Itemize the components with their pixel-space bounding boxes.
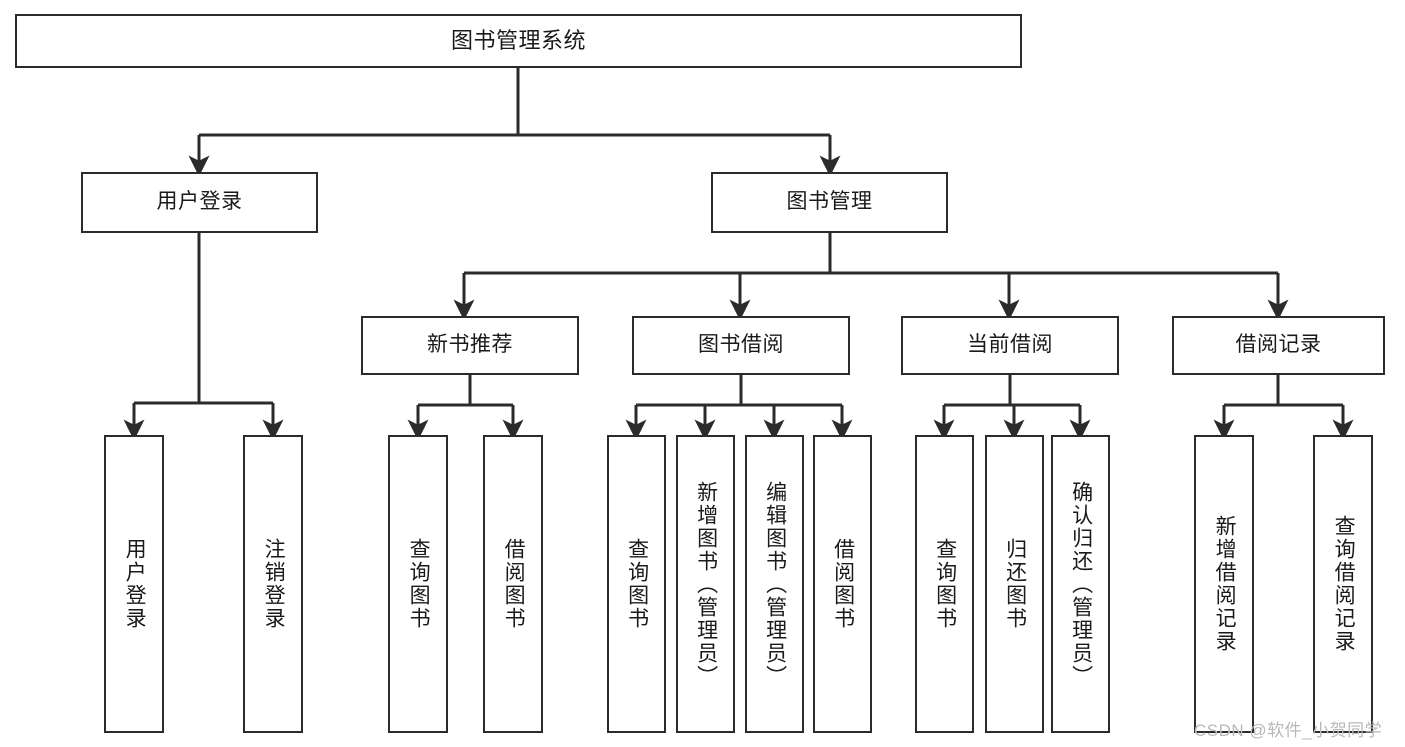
- connector-borrowrecord-to-leaves: [1213, 375, 1354, 441]
- node-label: 查询图书: [933, 538, 957, 630]
- node-label: 新增借阅记录: [1213, 515, 1237, 653]
- node-leaf-query-book-current[interactable]: 查询图书: [915, 435, 974, 733]
- node-leaf-add-book-admin[interactable]: 新增图书（管理员）: [676, 435, 735, 733]
- node-label: 确认归还（管理员）: [1069, 480, 1093, 688]
- node-label: 图书管理: [786, 190, 873, 214]
- node-leaf-return-book[interactable]: 归还图书: [985, 435, 1044, 733]
- node-label: 借阅图书: [831, 538, 855, 630]
- connector-newbook-to-leaves: [407, 375, 524, 441]
- node-label: 当前借阅: [967, 333, 1053, 357]
- node-label: 查询图书: [625, 538, 649, 630]
- node-label: 查询图书: [407, 538, 431, 630]
- node-label: 用户登录: [156, 190, 243, 214]
- node-leaf-borrow-book-recommend[interactable]: 借阅图书: [483, 435, 543, 733]
- node-leaf-user-logout[interactable]: 注销登录: [243, 435, 303, 733]
- node-label: 借阅图书: [502, 538, 526, 630]
- node-label: 新增图书（管理员）: [694, 480, 718, 688]
- connector-bookmanage-to-level3: [453, 233, 1289, 321]
- connector-root-to-level2: [188, 68, 841, 177]
- node-label: 借阅记录: [1235, 333, 1322, 357]
- node-leaf-user-login-action[interactable]: 用户登录: [104, 435, 164, 733]
- node-label: 归还图书: [1003, 538, 1027, 630]
- node-leaf-edit-book-admin[interactable]: 编辑图书（管理员）: [745, 435, 804, 733]
- csdn-watermark: CSDN @软件_小贺同学: [1194, 721, 1383, 740]
- node-book-borrow[interactable]: 图书借阅: [632, 316, 850, 375]
- node-label: 用户登录: [123, 538, 147, 630]
- node-label: 注销登录: [262, 538, 286, 630]
- node-book-management[interactable]: 图书管理: [711, 172, 948, 233]
- connector-bookborrow-to-leaves: [625, 375, 853, 441]
- node-new-book-recommend[interactable]: 新书推荐: [361, 316, 579, 375]
- node-label: 图书管理系统: [450, 28, 586, 54]
- node-user-login[interactable]: 用户登录: [81, 172, 318, 233]
- node-borrow-record[interactable]: 借阅记录: [1172, 316, 1385, 375]
- node-leaf-query-book-borrow[interactable]: 查询图书: [607, 435, 666, 733]
- node-label: 图书借阅: [698, 333, 784, 357]
- node-leaf-query-borrow-record[interactable]: 查询借阅记录: [1313, 435, 1373, 733]
- node-root-book-management-system[interactable]: 图书管理系统: [15, 14, 1022, 68]
- node-leaf-query-book-recommend[interactable]: 查询图书: [388, 435, 448, 733]
- node-leaf-confirm-return-admin[interactable]: 确认归还（管理员）: [1051, 435, 1110, 733]
- node-leaf-add-borrow-record[interactable]: 新增借阅记录: [1194, 435, 1254, 733]
- node-current-borrow[interactable]: 当前借阅: [901, 316, 1119, 375]
- connector-userlogin-to-leaves: [123, 233, 284, 441]
- connector-currentborrow-to-leaves: [933, 375, 1091, 441]
- node-label: 查询借阅记录: [1332, 515, 1356, 653]
- node-label: 新书推荐: [427, 333, 513, 357]
- node-label: 编辑图书（管理员）: [763, 480, 787, 688]
- node-leaf-borrow-book-action[interactable]: 借阅图书: [813, 435, 872, 733]
